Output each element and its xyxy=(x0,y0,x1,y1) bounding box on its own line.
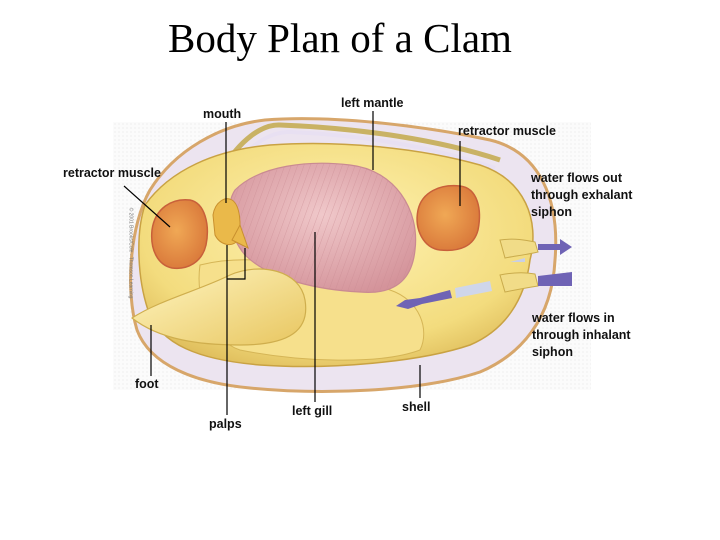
label-retractor-muscle-right: retractor muscle xyxy=(458,124,556,138)
label-exhalant-line-3: siphon xyxy=(531,205,572,219)
foot xyxy=(130,268,307,346)
label-palps: palps xyxy=(209,417,242,431)
label-inhalant-line-2: through inhalant xyxy=(532,328,631,342)
exhalant-siphon xyxy=(499,238,539,259)
label-shell: shell xyxy=(402,400,431,414)
label-inhalant-line-1: water flows in xyxy=(532,311,615,325)
label-inhalant-line-3: siphon xyxy=(532,345,573,359)
inhalant-water-arrow xyxy=(538,272,572,286)
leader-lines xyxy=(123,111,461,415)
label-inhalant-siphon: water flows in through inhalant siphon xyxy=(532,310,631,361)
copyright-notice: © 2001 Brooks/Cole - Thomson Learning xyxy=(127,207,134,299)
retractor-muscle-right xyxy=(416,184,481,252)
label-retractor-muscle-left: retractor muscle xyxy=(63,166,161,180)
exhalant-water-arrow xyxy=(538,239,572,255)
diagram-title: Body Plan of a Clam xyxy=(168,15,512,61)
internal-water-arrow xyxy=(396,290,452,309)
palps xyxy=(212,198,241,246)
retractor-muscle-left xyxy=(150,199,209,270)
label-exhalant-line-2: through exhalant xyxy=(531,188,633,202)
label-exhalant-line-1: water flows out xyxy=(531,171,622,185)
label-mouth: mouth xyxy=(203,107,242,121)
label-foot: foot xyxy=(135,377,159,391)
label-left-gill: left gill xyxy=(292,404,333,418)
label-exhalant-siphon: water flows out through exhalant siphon xyxy=(531,170,632,221)
label-left-mantle: left mantle xyxy=(341,96,404,110)
